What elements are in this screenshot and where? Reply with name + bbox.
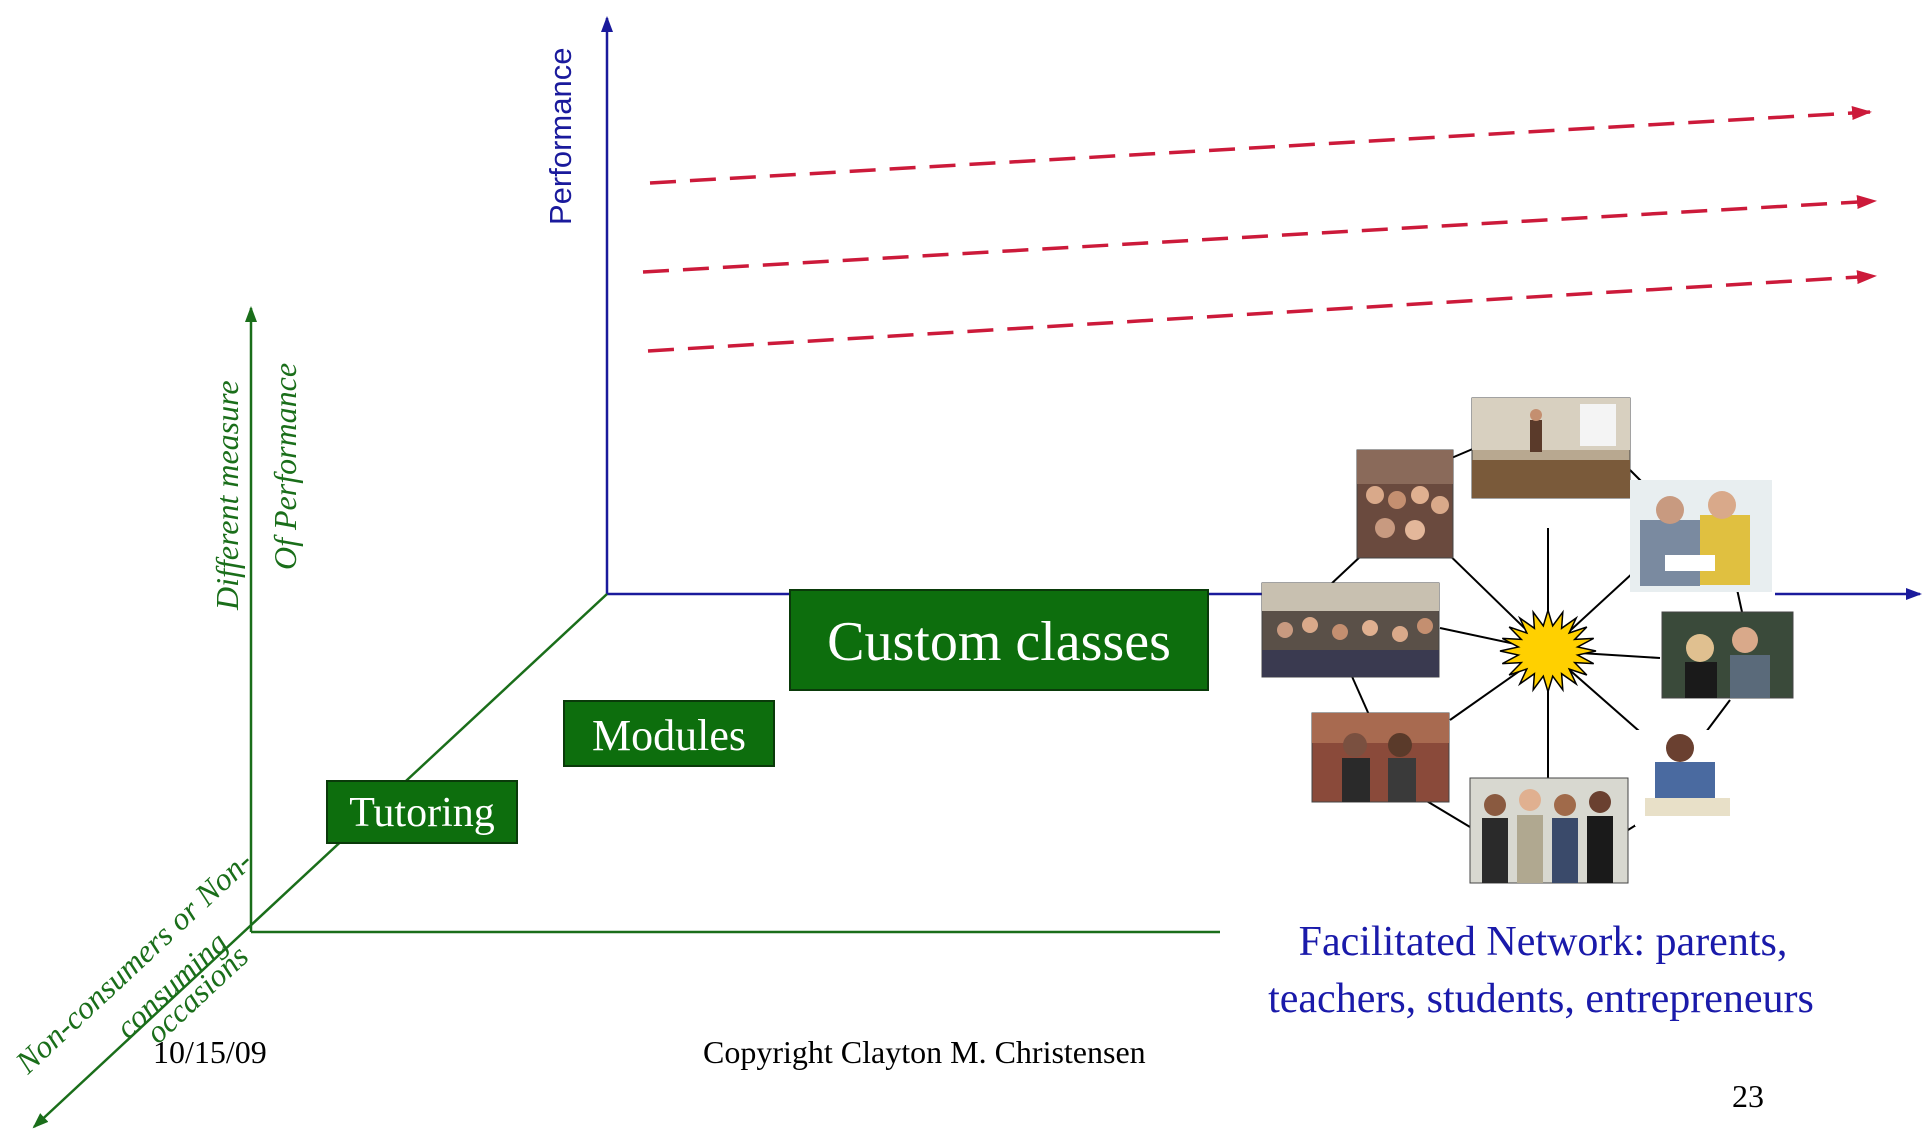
stage-modules: Modules [563,700,775,767]
network-caption-line2: teachers, students, entrepreneurs [1268,976,1814,1022]
stage-custom-classes: Custom classes [789,589,1209,691]
trajectory-line-middle [642,195,1877,274]
stage-modules-label: Modules [592,711,746,760]
footer-page-number: 23 [1732,1078,1764,1114]
group-photo [1356,449,1454,559]
stage-custom-classes-label: Custom classes [827,611,1171,673]
sun-icon [1499,607,1597,695]
students-reading-photo [1630,480,1772,592]
audience-photo [1261,582,1440,678]
stage-tutoring: Tutoring [326,780,518,844]
men-group-photo [1469,777,1629,884]
footer-date: 10/15/09 [153,1034,267,1070]
performance-axis-label: Performance [543,48,578,225]
different-measure-label-line1: Different measure [209,380,245,611]
stage-tutoring-label: Tutoring [349,790,495,836]
footer-copyright: Copyright Clayton M. Christensen [703,1034,1146,1070]
trajectory-line-top [649,106,1872,185]
writing-student-photo [1635,730,1735,826]
classroom-photo [1471,397,1631,499]
trajectory-line-bottom [647,270,1877,353]
nonconsumers-axis [32,593,608,1129]
different-measure-label-line2: Of Performance [267,363,303,570]
network-caption-line1: Facilitated Network: parents, [1299,919,1788,965]
two-students-photo [1311,712,1450,803]
graduation-photo [1661,611,1794,699]
